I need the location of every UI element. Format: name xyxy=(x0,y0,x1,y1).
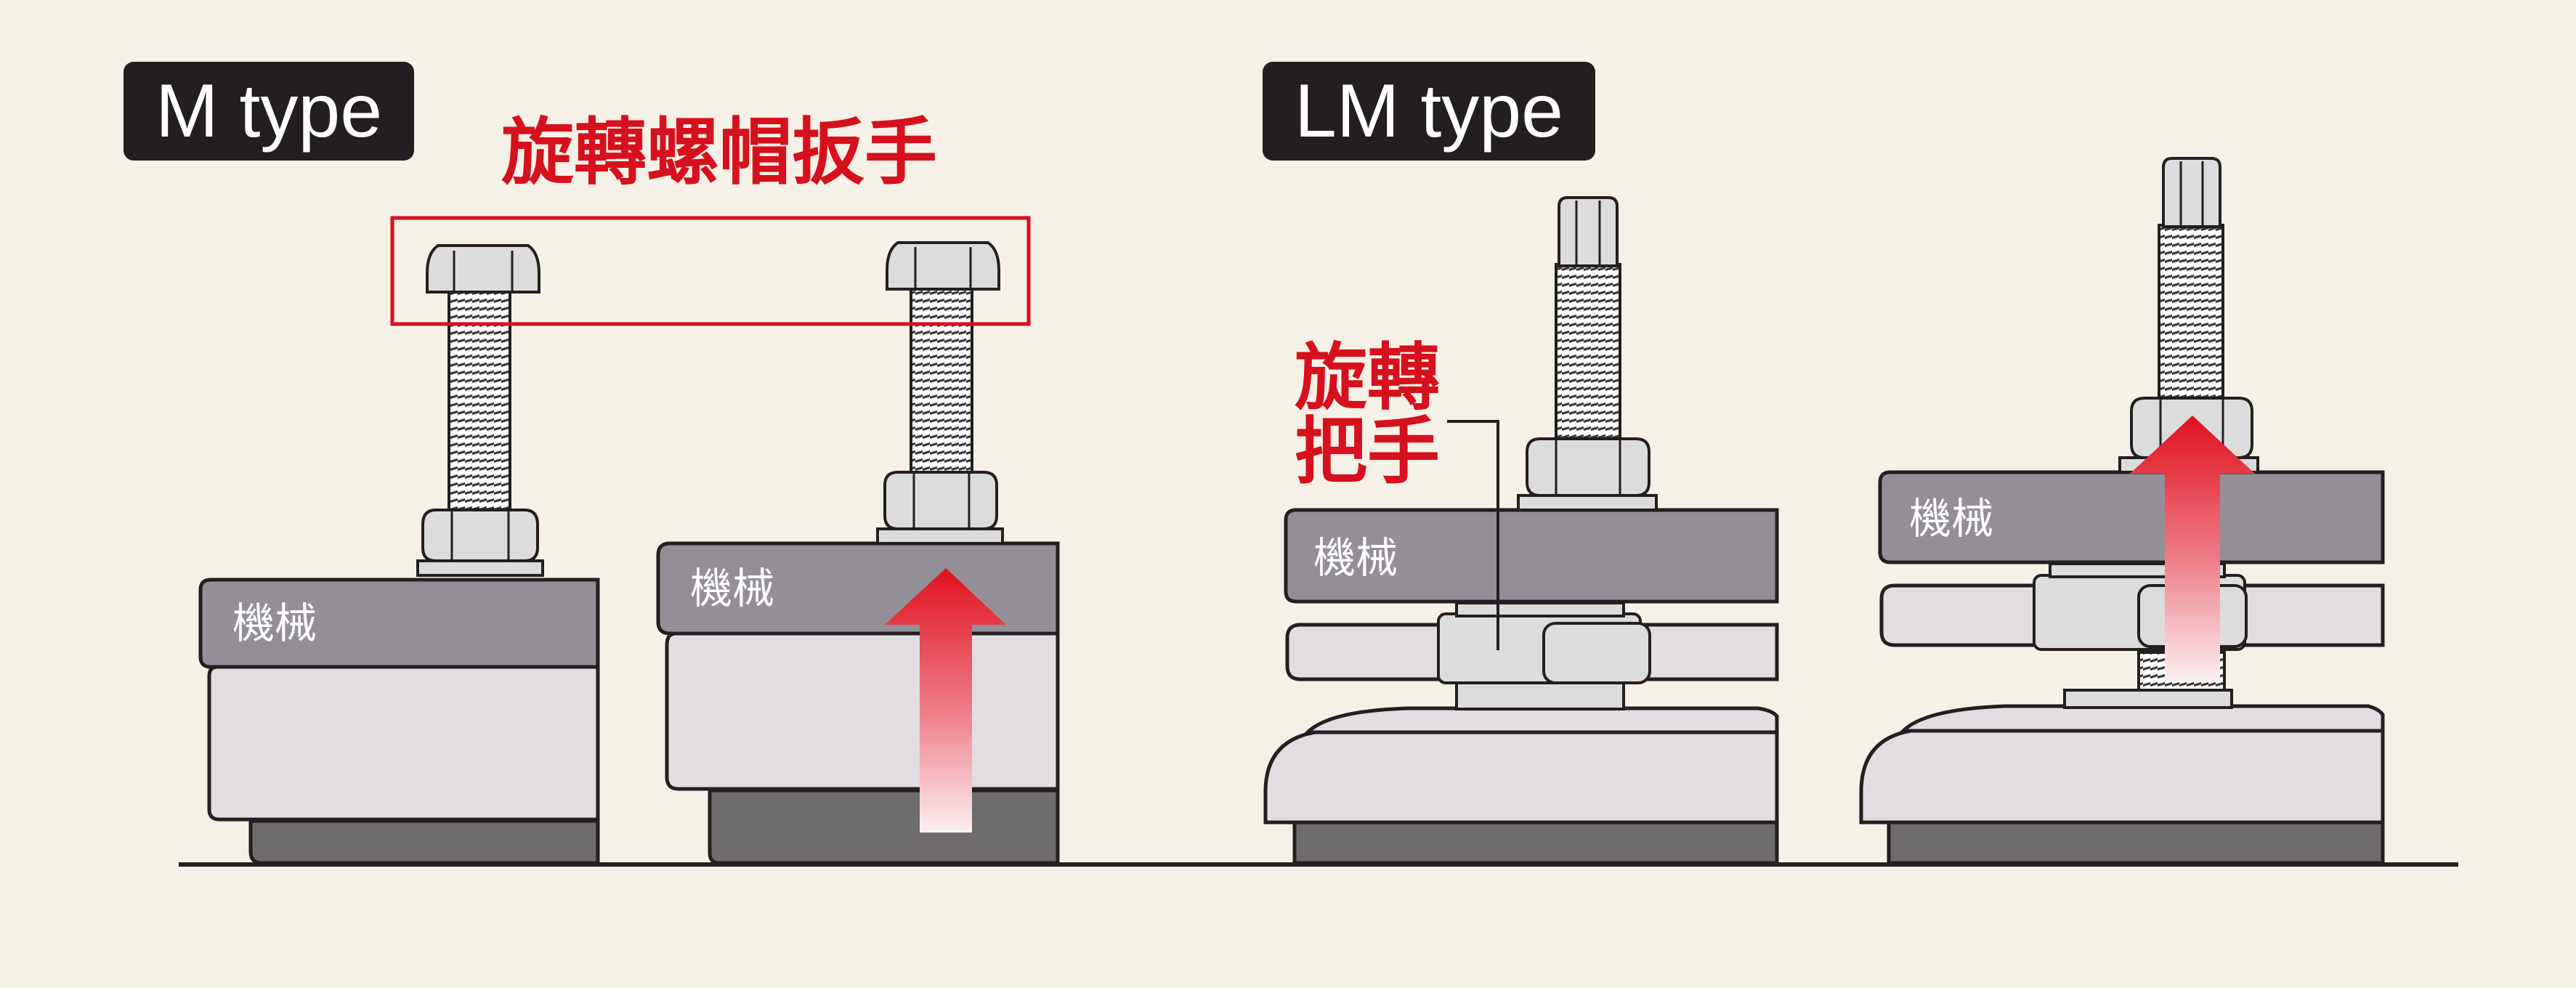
lock-nut xyxy=(1526,437,1650,497)
top-nut xyxy=(886,241,1000,291)
base-cap xyxy=(1898,704,2385,733)
rubber-base xyxy=(248,819,600,865)
machine-block xyxy=(198,578,600,669)
bolt-thread xyxy=(1555,263,1621,440)
rubber-base xyxy=(708,788,1060,865)
handle-grip xyxy=(1542,622,1651,684)
rotate-handle-annotation-line1: 旋轉 xyxy=(1295,335,1440,420)
handle-leader-line xyxy=(1447,420,1499,650)
base-hub xyxy=(2063,689,2233,709)
base-skirt xyxy=(1859,729,2385,825)
rubber-base xyxy=(1292,820,1779,865)
washer xyxy=(1517,494,1658,511)
raise-arrow xyxy=(2130,416,2255,681)
lm-type-title: LM type xyxy=(1263,62,1595,161)
m-type-title: M type xyxy=(123,62,415,161)
washer xyxy=(416,559,544,577)
base-cap xyxy=(1303,706,1779,734)
machine-label: 機械 xyxy=(690,564,774,613)
base-skirt xyxy=(1263,730,1779,825)
mount-body xyxy=(207,665,600,822)
top-nut xyxy=(426,244,540,293)
base-hub xyxy=(1455,681,1625,710)
collar xyxy=(1455,602,1625,618)
rotate-handle-annotation-line2: 把手 xyxy=(1295,409,1440,494)
raise-arrow xyxy=(885,568,1006,833)
m-type-mount-2: 機械 xyxy=(656,241,1060,865)
wrench-highlight-box xyxy=(390,216,1031,326)
lower-nut xyxy=(421,509,539,562)
machine-label: 機械 xyxy=(1909,494,1993,543)
lm-type-mount-2: 機械 xyxy=(1859,157,2385,865)
lower-nut xyxy=(883,471,998,530)
bolt-thread xyxy=(910,286,973,474)
hex-head xyxy=(1558,196,1619,267)
hex-head xyxy=(2162,157,2221,228)
machine-block xyxy=(1284,508,1779,604)
machine-block xyxy=(1878,470,2385,564)
machine-label: 機械 xyxy=(1313,533,1398,583)
bolt-thread xyxy=(447,289,511,511)
bolt-thread xyxy=(2158,224,2224,400)
washer xyxy=(876,527,1004,545)
rubber-base xyxy=(1887,820,2385,865)
machine-label: 機械 xyxy=(232,599,317,648)
lm-type-mount-1: 機械 xyxy=(1263,196,1779,865)
wrench-annotation: 旋轉螺帽扳手 xyxy=(501,110,937,195)
mount-body xyxy=(665,631,1060,791)
m-type-mount-1: 機械 xyxy=(198,244,600,865)
